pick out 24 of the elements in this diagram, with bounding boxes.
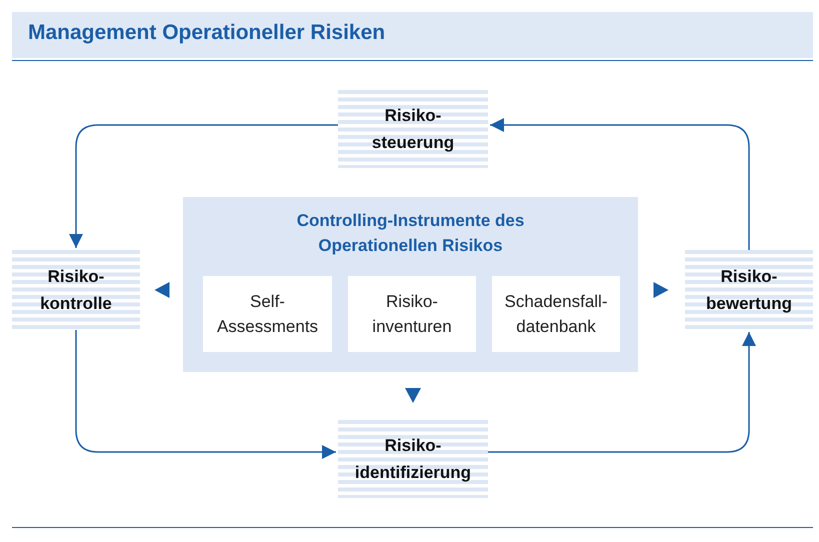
node-label: Risiko- steuerung bbox=[370, 104, 456, 154]
arrow bbox=[488, 332, 756, 453]
process-box bbox=[338, 420, 488, 498]
instrument-box bbox=[203, 276, 332, 352]
node-label: Self- Assessments bbox=[216, 290, 320, 338]
arrowhead bbox=[154, 282, 170, 298]
arrow bbox=[75, 330, 336, 459]
arrowhead bbox=[654, 282, 668, 298]
diagram-title: Management Operationeller Risiken bbox=[28, 21, 386, 44]
group-box bbox=[183, 197, 638, 372]
instrument-box bbox=[348, 276, 476, 352]
node-label: Risiko- kontrolle bbox=[39, 266, 113, 315]
arrow bbox=[69, 124, 338, 248]
node-label: Risiko- identifizierung bbox=[354, 434, 472, 484]
arrowhead bbox=[405, 388, 421, 403]
process-box bbox=[685, 250, 813, 330]
process-box bbox=[338, 90, 488, 168]
node-label: Schadensfall- datenbank bbox=[503, 290, 608, 338]
group-heading: Controlling-Instrumente des Operationellen Risikos bbox=[296, 210, 526, 257]
process-box bbox=[12, 250, 140, 330]
node-label: Risiko- inventuren bbox=[371, 290, 453, 338]
arrow bbox=[490, 118, 750, 250]
node-label: Risiko- bewertung bbox=[705, 266, 793, 315]
instrument-box bbox=[492, 276, 620, 352]
